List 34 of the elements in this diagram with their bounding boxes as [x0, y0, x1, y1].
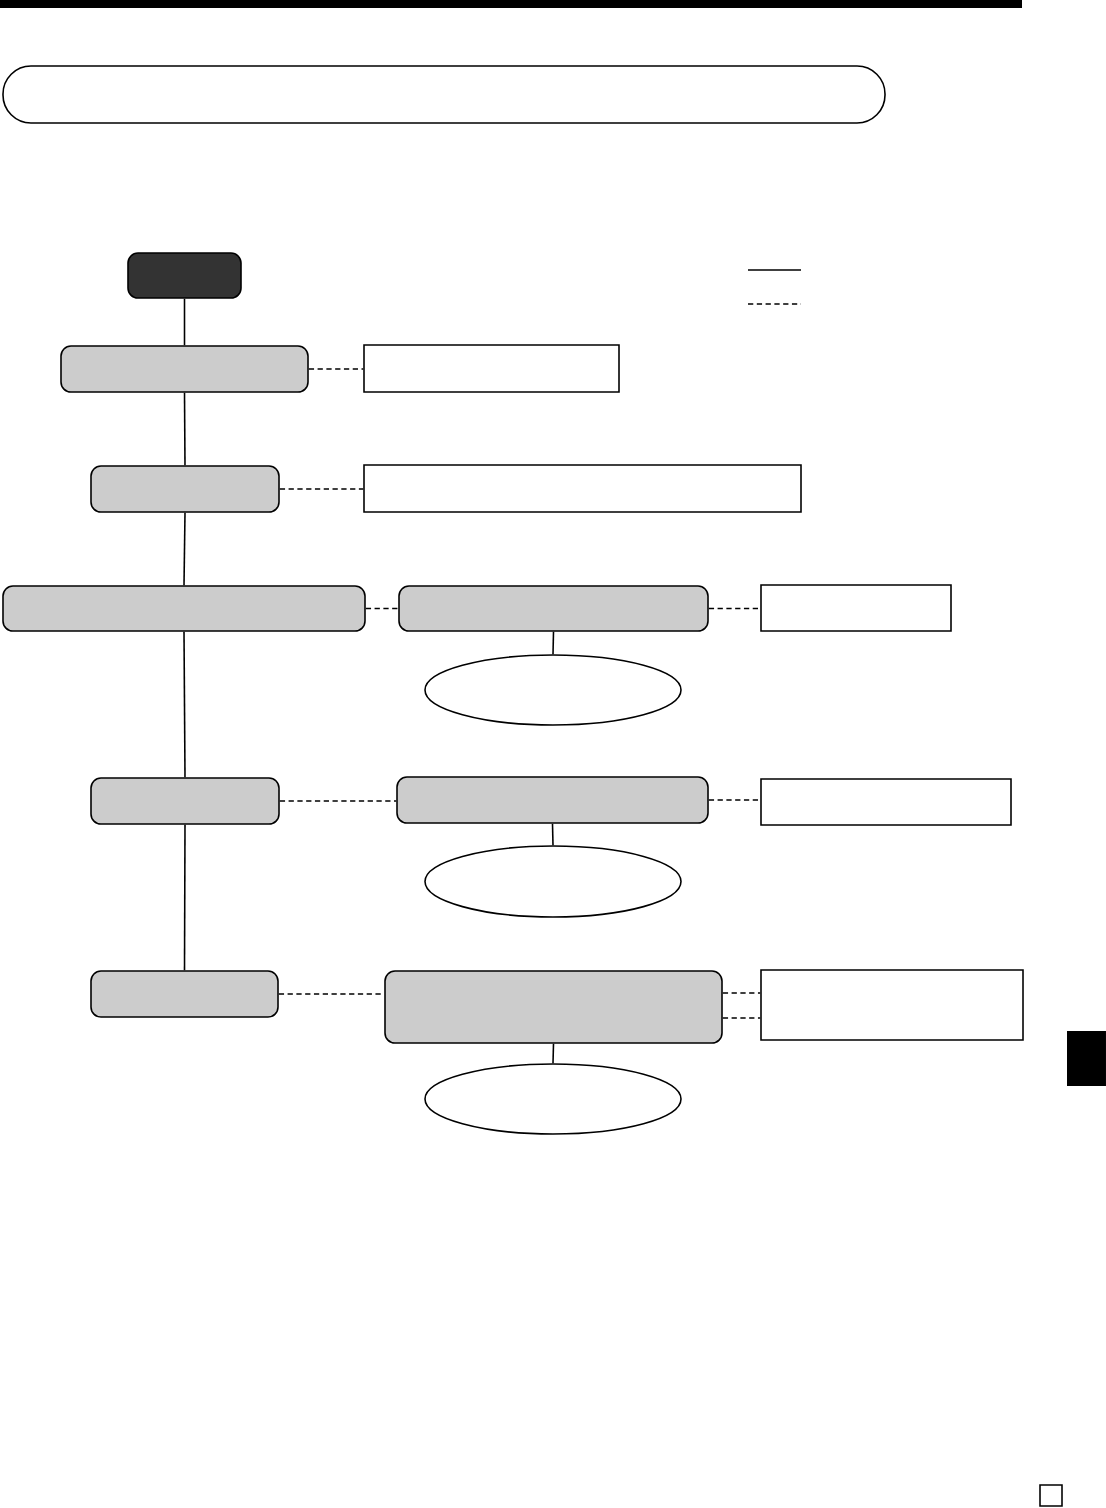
note-box — [760, 969, 1024, 1041]
connector-line — [279, 488, 364, 490]
note-box — [760, 584, 952, 632]
connector-line — [551, 823, 554, 846]
connector-line — [552, 631, 555, 655]
process-box — [90, 465, 280, 513]
connector-line — [365, 607, 399, 610]
connector-line — [183, 392, 186, 466]
note-box — [363, 464, 802, 513]
connector-line — [552, 1043, 555, 1064]
ellipse — [424, 845, 682, 918]
connector-line — [308, 368, 364, 370]
process-box — [90, 970, 279, 1018]
connector-line — [722, 992, 761, 994]
ellipse — [424, 654, 682, 726]
process-box — [60, 345, 309, 393]
connector-line — [722, 1017, 761, 1019]
connector-line — [183, 298, 186, 346]
connector-line — [708, 799, 761, 801]
start-box — [127, 252, 242, 299]
ellipse — [424, 1063, 682, 1135]
process-box — [384, 970, 723, 1044]
process-box — [398, 585, 709, 632]
title-banner — [2, 65, 886, 124]
process-box — [90, 777, 280, 825]
note-box — [760, 778, 1012, 826]
connector-line — [183, 512, 186, 586]
connector-line — [183, 824, 186, 971]
note-box — [363, 344, 620, 393]
connector-line — [183, 631, 186, 778]
connector-line — [708, 607, 761, 610]
process-box — [396, 776, 709, 824]
process-box — [2, 585, 366, 632]
connector-line — [279, 800, 397, 802]
